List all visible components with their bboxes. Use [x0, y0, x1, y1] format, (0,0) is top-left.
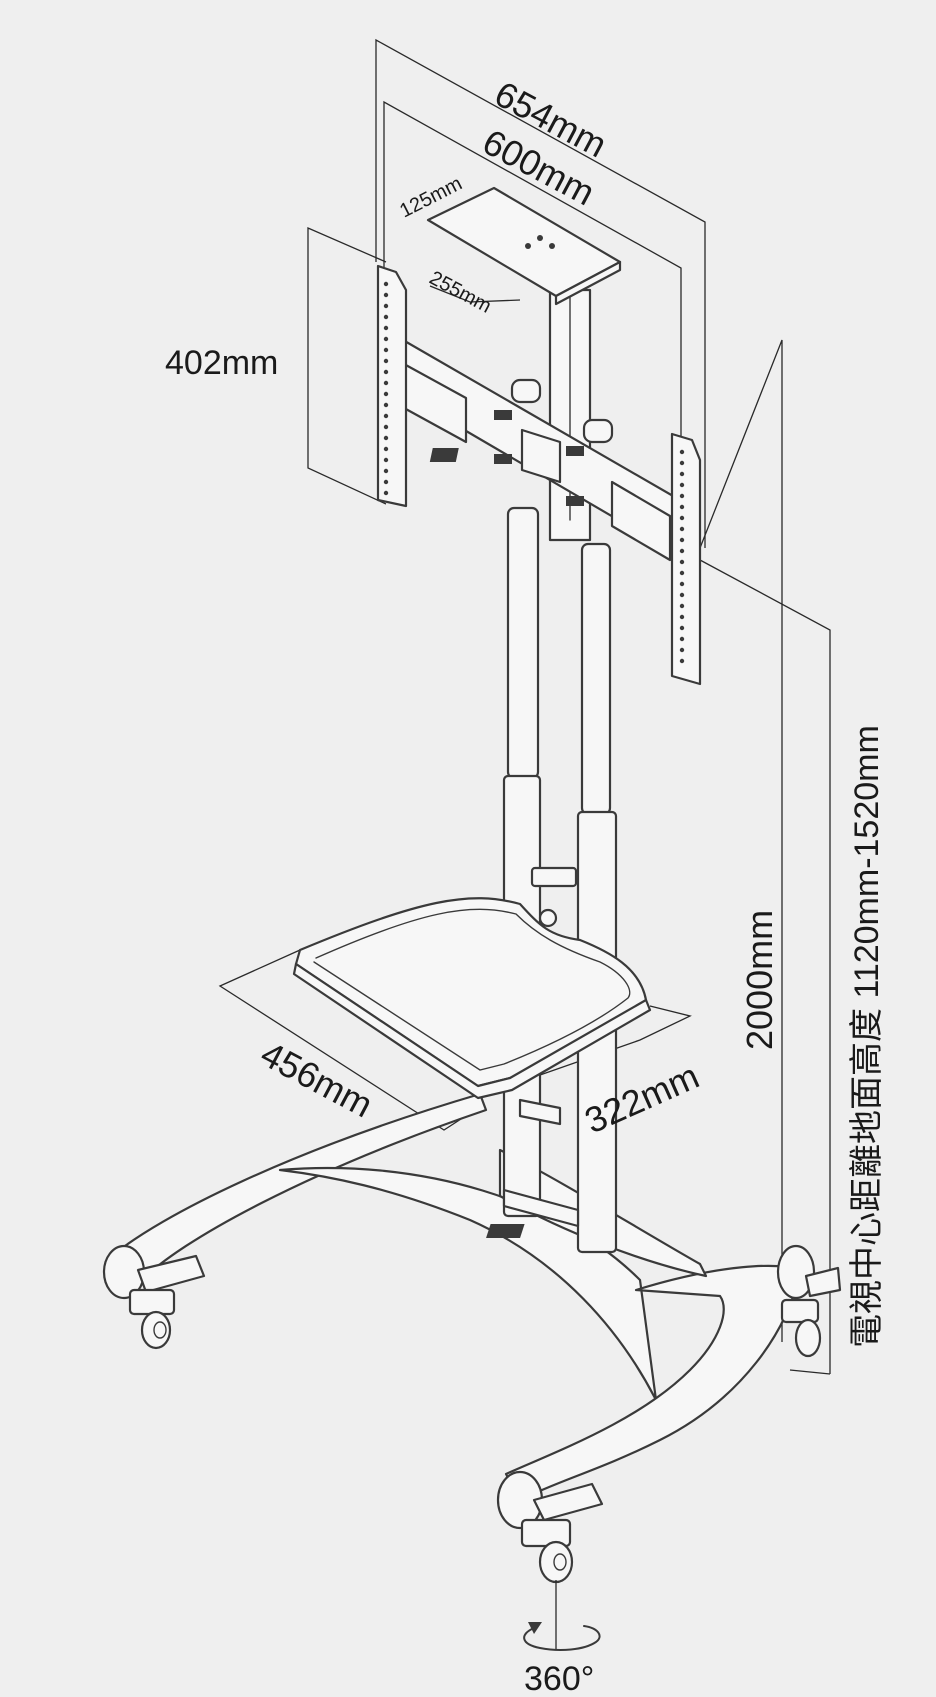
rail-hole: [679, 482, 685, 488]
base-frame: [110, 1092, 802, 1502]
base-logo-icon: [486, 1224, 525, 1238]
rotation-arrow-icon: [523, 1580, 601, 1651]
rail-hole: [383, 479, 389, 485]
rail-hole: [383, 446, 389, 452]
rail-hole: [383, 314, 389, 320]
rail-hole: [383, 391, 389, 397]
rail-hole: [679, 548, 685, 554]
rail-hole: [383, 369, 389, 375]
rail-hole: [679, 449, 685, 455]
mounting-plate: [376, 264, 702, 686]
rail-hole: [383, 457, 389, 463]
caster-rear-left: [102, 1244, 206, 1350]
rail-hole: [679, 614, 685, 620]
rail-hole: [679, 570, 685, 576]
caster-rear-right: [776, 1244, 842, 1358]
rail-hole: [679, 636, 685, 642]
rail-hole: [679, 493, 685, 499]
rail-hole: [679, 592, 685, 598]
rail-hole: [383, 402, 389, 408]
rail-hole: [383, 490, 389, 496]
rail-hole: [383, 358, 389, 364]
top-tray: [426, 186, 622, 306]
rail-hole: [679, 515, 685, 521]
rail-hole: [679, 526, 685, 532]
dim-tv-center-height: 電視中心距離地面高度 1120mm-1520mm: [848, 725, 886, 1348]
rail-hole: [383, 435, 389, 441]
rail-hole: [383, 325, 389, 331]
rail-hole: [383, 347, 389, 353]
rail-holes: [383, 281, 685, 664]
dim-456mm: 456mm: [254, 1033, 379, 1126]
caster-rotation-label: 360°: [524, 1660, 594, 1697]
rail-hole: [383, 281, 389, 287]
caster-front: [496, 1470, 604, 1584]
rail-hole: [679, 603, 685, 609]
rail-hole: [383, 380, 389, 386]
rail-hole: [679, 537, 685, 543]
rail-hole: [383, 424, 389, 430]
rail-hole: [679, 460, 685, 466]
rail-hole: [679, 647, 685, 653]
rail-hole: [679, 471, 685, 477]
rail-hole: [383, 413, 389, 419]
rail-hole: [383, 468, 389, 474]
dim-255mm: 255mm: [426, 267, 495, 318]
plate-logo-icon: [429, 428, 562, 484]
rail-hole: [679, 504, 685, 510]
rail-hole: [383, 336, 389, 342]
rail-hole: [679, 625, 685, 631]
rail-hole: [383, 303, 389, 309]
shelf: [292, 897, 652, 1100]
rail-hole: [679, 658, 685, 664]
dim-2000mm: 2000mm: [739, 910, 780, 1050]
dim-402mm: 402mm: [165, 344, 278, 382]
rail-hole: [383, 292, 389, 298]
rail-hole: [679, 559, 685, 565]
rail-hole: [679, 581, 685, 587]
